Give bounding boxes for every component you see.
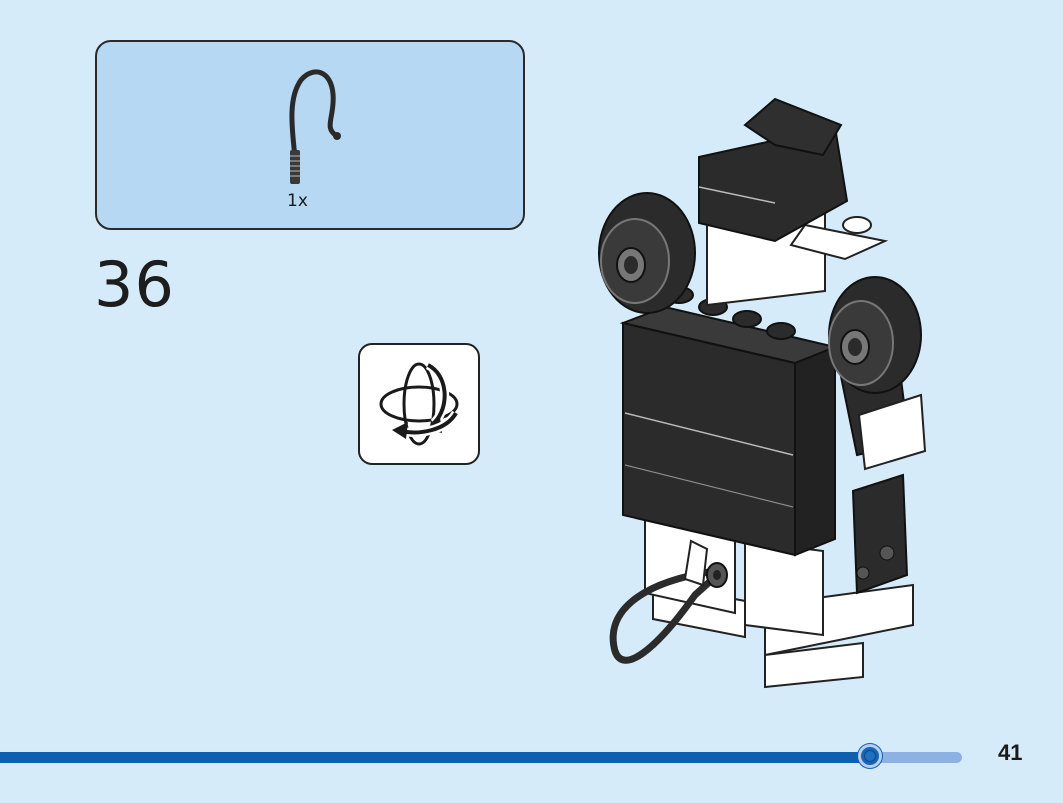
- page-number: 41: [998, 740, 1023, 765]
- robot-model-render: [598, 97, 927, 689]
- step-number: 36: [94, 248, 175, 321]
- progress-fill: [0, 752, 871, 763]
- rotate-model-box: [358, 343, 480, 465]
- ear-wheel-left: [598, 192, 696, 314]
- ear-wheel-right: [828, 276, 922, 394]
- part-quantity: 1x: [287, 191, 308, 211]
- progress-indicator: [858, 744, 882, 768]
- parts-callout: 1x: [95, 40, 525, 230]
- progress-bar: [0, 744, 962, 768]
- rotate-model-icon: [379, 360, 460, 446]
- flex-hose-icon: [289, 69, 341, 184]
